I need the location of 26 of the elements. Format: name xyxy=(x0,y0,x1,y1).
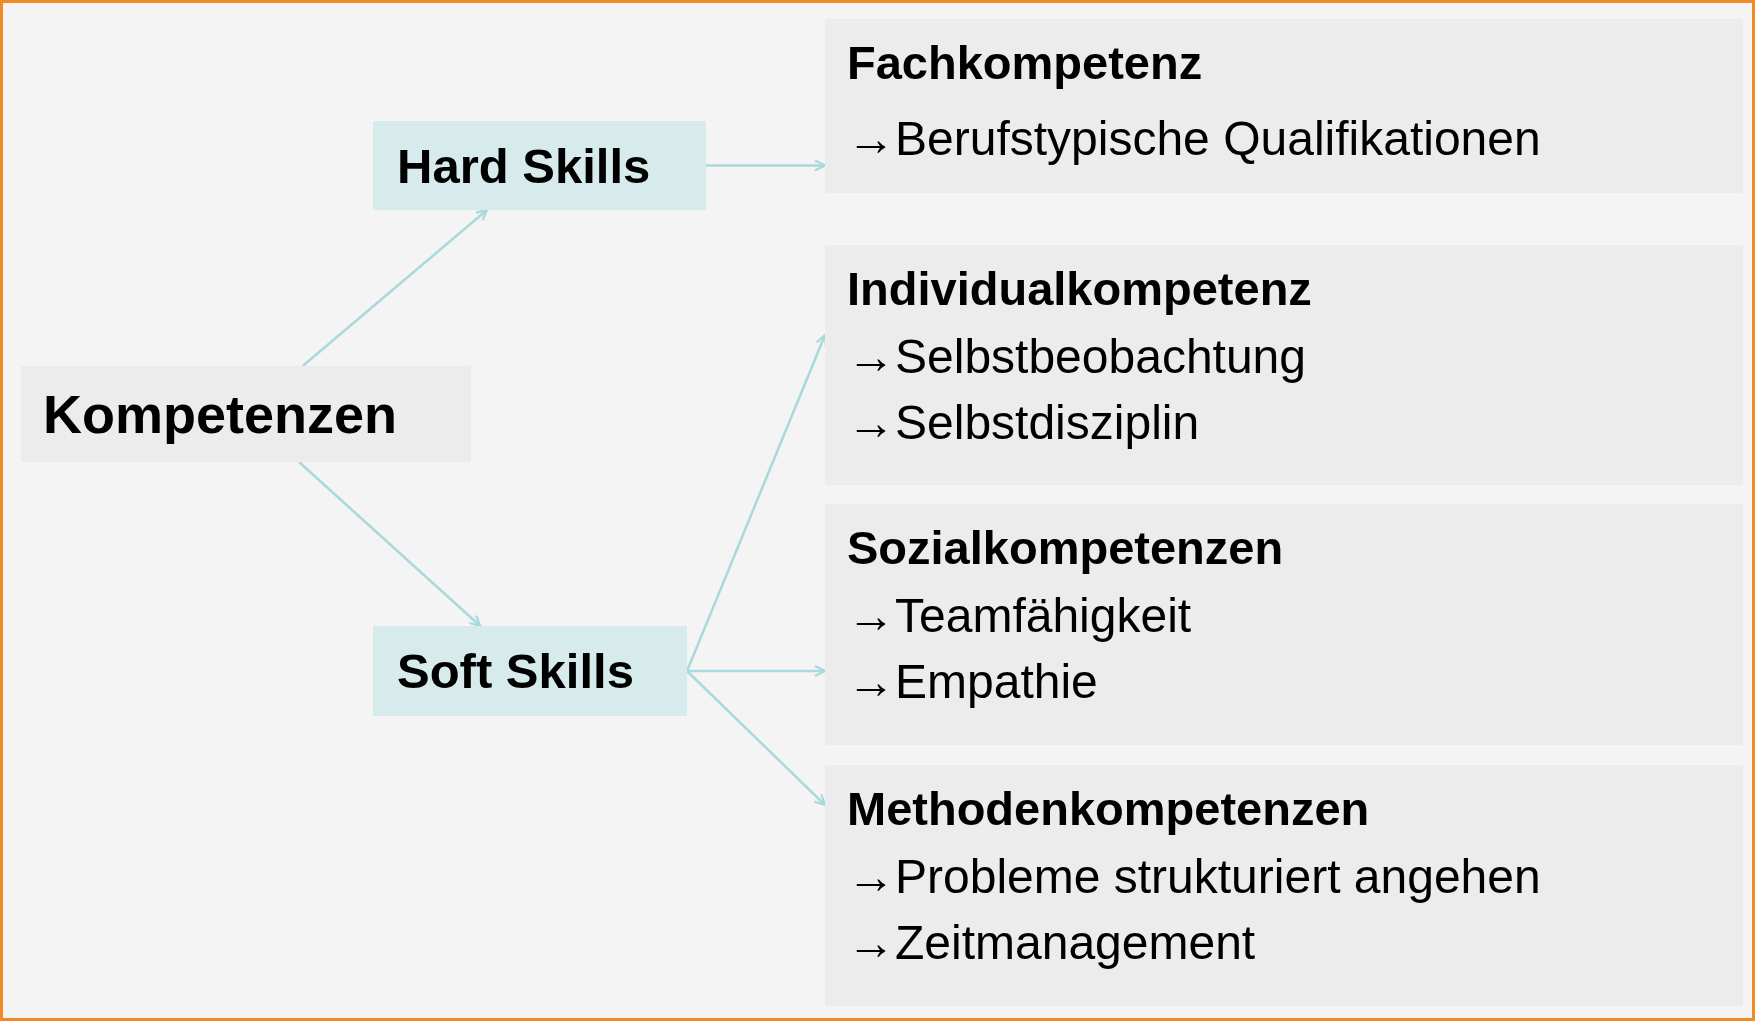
category-box xyxy=(825,19,1743,193)
category-box xyxy=(825,765,1743,1006)
skill-box xyxy=(373,626,687,716)
skill-item: →Probleme strukturiert angehen xyxy=(847,849,1541,904)
root-label: Kompetenzen xyxy=(43,383,398,445)
skill-item: →Selbstdisziplin xyxy=(847,395,1200,450)
arrow xyxy=(687,664,827,678)
root-box xyxy=(21,366,471,462)
category-box xyxy=(825,245,1743,485)
skill-item: →Selbstbeobachtung xyxy=(847,329,1306,384)
arrow xyxy=(706,159,827,172)
arrow xyxy=(686,670,827,807)
skill-label: Hard Skills xyxy=(397,137,651,194)
skill-item: →Teamfähigkeit xyxy=(847,588,1192,643)
category-heading: Methodenkompetenzen xyxy=(847,781,1370,836)
skill-item: →Berufstypische Qualifikationen xyxy=(847,111,1541,166)
skill-item: →Zeitmanagement xyxy=(847,915,1256,970)
arrow xyxy=(301,208,489,367)
category-heading: Individualkompetenz xyxy=(847,261,1312,316)
category-heading: Sozialkompetenzen xyxy=(847,520,1284,575)
skill-label: Soft Skills xyxy=(397,643,634,699)
category-heading: Fachkompetenz xyxy=(847,35,1203,90)
category-box xyxy=(825,504,1743,745)
skill-item: →Empathie xyxy=(847,654,1098,709)
arrow xyxy=(298,461,482,628)
skill-box xyxy=(373,121,706,210)
